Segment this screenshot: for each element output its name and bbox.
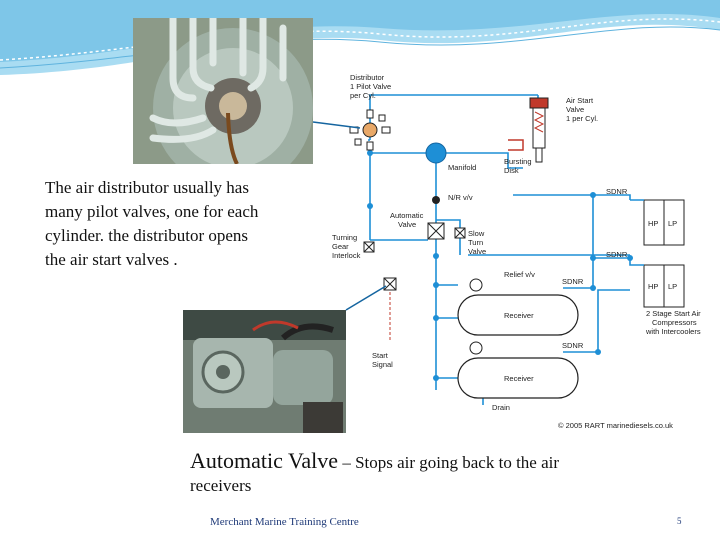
copyright-text: © 2005 RART marinediesels.co.uk (558, 421, 673, 430)
label-sdnr-3: SDNR (562, 277, 584, 286)
label-start-signal: Start (372, 351, 389, 360)
label-manifold: Manifold (448, 163, 476, 172)
caption-line-2: receivers (190, 476, 252, 495)
svg-text:HP: HP (648, 282, 658, 291)
svg-text:per Cyl.: per Cyl. (350, 91, 376, 100)
label-bursting-disk: Bursting (504, 157, 532, 166)
label-sdnr-4: SDNR (562, 341, 584, 350)
svg-text:Disk: Disk (504, 166, 519, 175)
svg-text:Valve: Valve (468, 247, 486, 256)
starting-air-schematic: Distributor 1 Pilot Valve per Cyl. Air S… (312, 73, 701, 430)
svg-text:with Intercoolers: with Intercoolers (645, 327, 701, 336)
label-sdnr-2: SDNR (606, 250, 628, 259)
label-nr-valve: N/R v/v (448, 193, 473, 202)
svg-text:Gear: Gear (332, 242, 349, 251)
automatic-valve-photo (183, 310, 346, 433)
caption-title: Automatic Valve (190, 448, 339, 473)
page-number: 5 (677, 516, 682, 526)
svg-text:1 per Cyl.: 1 per Cyl. (566, 114, 598, 123)
distributor-photo (133, 18, 313, 164)
label-slow-turn-valve: Slow (468, 229, 485, 238)
label-compressors: 2 Stage Start Air (646, 309, 701, 318)
svg-text:Interlock: Interlock (332, 251, 361, 260)
label-sdnr-1: SDNR (606, 187, 628, 196)
svg-text:Signal: Signal (372, 360, 393, 369)
caption-description: – Stops air going back to the air (338, 453, 560, 472)
svg-text:HP: HP (648, 219, 658, 228)
label-automatic-valve: Automatic (390, 211, 424, 220)
label-receiver-2: Receiver (504, 374, 534, 383)
label-receiver-1: Receiver (504, 311, 534, 320)
svg-text:Valve: Valve (566, 105, 584, 114)
label-relief-valve: Relief v/v (504, 270, 535, 279)
label-turning-gear: Turning (332, 233, 357, 242)
description-text: The air distributor usually has many pil… (45, 176, 320, 272)
label-air-start-valve: Air Start (566, 96, 594, 105)
svg-text:Compressors: Compressors (652, 318, 697, 327)
svg-text:LP: LP (668, 282, 677, 291)
label-drain: Drain (492, 403, 510, 412)
footer-text: Merchant Marine Training Centre (210, 516, 359, 528)
svg-text:Valve: Valve (398, 220, 416, 229)
label-distributor: Distributor (350, 73, 385, 82)
svg-text:LP: LP (668, 219, 677, 228)
svg-text:Turn: Turn (468, 238, 483, 247)
slide-caption: Automatic Valve – Stops air going back t… (190, 448, 710, 496)
svg-text:1 Pilot Valve: 1 Pilot Valve (350, 82, 391, 91)
